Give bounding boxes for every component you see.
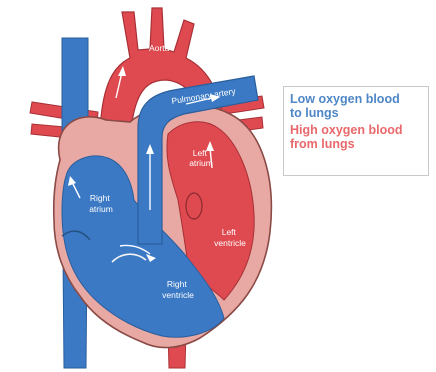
legend-low-oxygen: Low oxygen blood to lungs bbox=[290, 92, 422, 120]
left-atrium-label-line-2: atrium bbox=[189, 158, 213, 168]
legend-low-oxygen-line-2: to lungs bbox=[290, 106, 422, 120]
legend-box: Low oxygen blood to lungs High oxygen bl… bbox=[283, 86, 429, 176]
right-atrium-label: Right atrium bbox=[89, 193, 113, 214]
right-atrium-label-line-1: Right bbox=[90, 193, 110, 203]
left-atrium-label: Left atrium bbox=[189, 148, 213, 168]
left-atrium-label-line-1: Left bbox=[193, 148, 208, 158]
left-ventricle-label-line-1: Left bbox=[222, 227, 237, 237]
right-ventricle-label-line-2: ventricle bbox=[162, 290, 194, 300]
right-atrium-label-line-2: atrium bbox=[89, 204, 113, 214]
left-ventricle-label-line-2: ventricle bbox=[214, 238, 246, 248]
legend-low-oxygen-line-1: Low oxygen blood bbox=[290, 92, 422, 106]
right-ventricle-label-line-1: Right bbox=[167, 279, 187, 289]
legend-high-oxygen-line-2: from lungs bbox=[290, 137, 422, 151]
legend-high-oxygen: High oxygen blood from lungs bbox=[290, 123, 422, 151]
aorta-label: Aorta bbox=[149, 43, 170, 53]
legend-high-oxygen-line-1: High oxygen blood bbox=[290, 123, 422, 137]
